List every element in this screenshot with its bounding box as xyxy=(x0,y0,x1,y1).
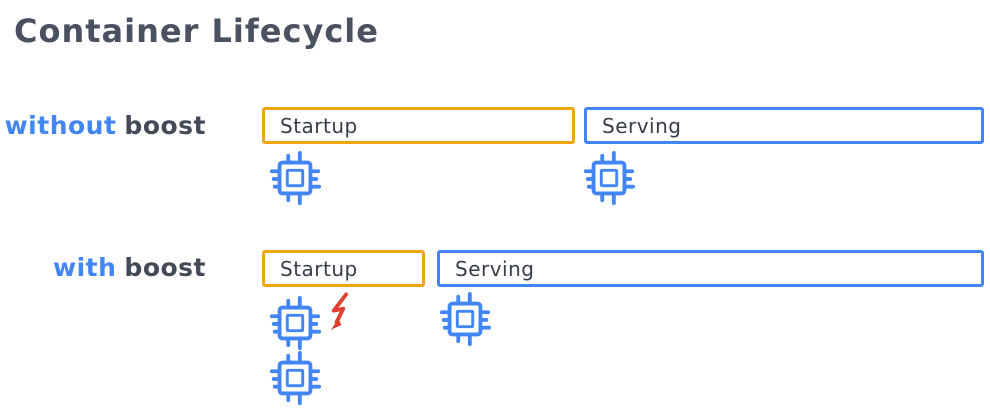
boost-lightning-icon xyxy=(330,292,349,330)
cpu-chip-icon xyxy=(269,351,322,405)
diagram-title: Container Lifecycle xyxy=(14,12,379,50)
row-label-rest: boost xyxy=(124,253,206,282)
bar-label: Startup xyxy=(280,256,358,281)
cpu-chip-icon xyxy=(439,292,492,346)
cpu-chip-icon xyxy=(269,296,322,350)
bar-label: Startup xyxy=(280,113,358,138)
cpu-chip-icon xyxy=(269,151,322,205)
cpu-chip-icon xyxy=(583,151,636,205)
bar-serving-without-boost: Serving xyxy=(584,107,984,144)
bar-startup-with-boost: Startup xyxy=(262,250,425,287)
row-label-rest: boost xyxy=(124,111,206,140)
bar-serving-with-boost: Serving xyxy=(437,250,984,287)
bar-label: Serving xyxy=(455,256,535,281)
bar-label: Serving xyxy=(602,113,682,138)
bar-startup-without-boost: Startup xyxy=(262,107,575,144)
row-label-highlight: with xyxy=(53,253,117,282)
row-label-highlight: without xyxy=(4,111,117,140)
